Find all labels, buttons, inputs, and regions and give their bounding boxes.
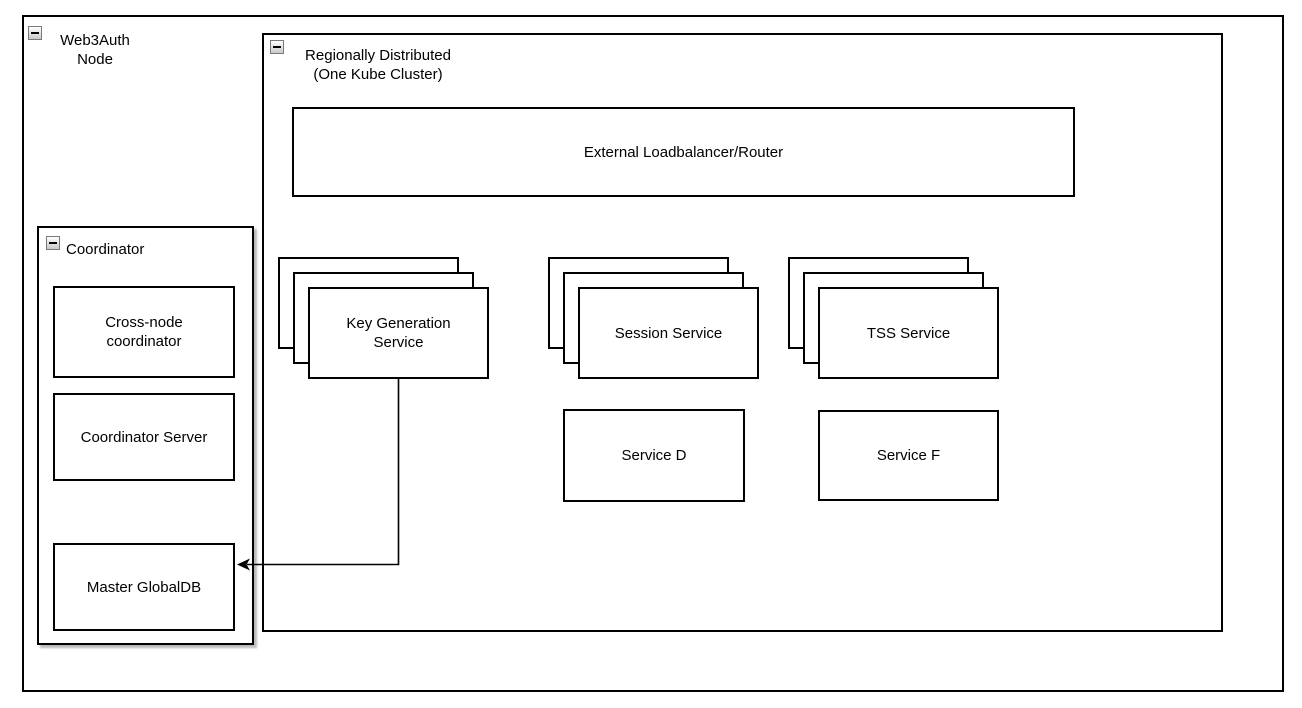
node-master-globaldb[interactable]: Master GlobalDB xyxy=(53,543,235,631)
stack-tss-service[interactable]: TSS Service xyxy=(788,257,999,379)
node-session-service[interactable]: Session Service xyxy=(578,287,759,379)
group-label-coordinator: Coordinator xyxy=(66,241,145,258)
minus-icon[interactable] xyxy=(28,26,42,40)
node-label: Coordinator Server xyxy=(80,428,208,446)
group-label-regionally-distributed: Regionally Distributed (One Kube Cluster… xyxy=(305,47,451,83)
node-coordinator-server[interactable]: Coordinator Server xyxy=(53,393,235,481)
node-cross-node-coordinator[interactable]: Cross-node coordinator xyxy=(53,286,235,378)
node-label: Master GlobalDB xyxy=(86,578,202,596)
node-label: TSS Service xyxy=(866,324,951,342)
node-label: Service F xyxy=(876,447,941,464)
node-external-loadbalancer[interactable]: External Loadbalancer/Router xyxy=(292,107,1075,197)
node-label: Service D xyxy=(621,447,687,464)
node-service-f[interactable]: Service F xyxy=(818,410,999,501)
node-key-generation-service[interactable]: Key Generation Service xyxy=(308,287,489,379)
minus-icon[interactable] xyxy=(46,236,60,250)
node-service-d[interactable]: Service D xyxy=(563,409,745,502)
node-label: Session Service xyxy=(614,324,723,342)
stack-key-generation-service[interactable]: Key Generation Service xyxy=(278,257,489,379)
stack-session-service[interactable]: Session Service xyxy=(548,257,759,379)
group-label-web3auth-node: Web3Auth Node xyxy=(60,32,130,68)
node-tss-service[interactable]: TSS Service xyxy=(818,287,999,379)
node-label: Key Generation Service xyxy=(346,315,451,351)
minus-icon[interactable] xyxy=(270,40,284,54)
node-label: Cross-node coordinator xyxy=(105,314,183,350)
node-label: External Loadbalancer/Router xyxy=(583,143,784,161)
